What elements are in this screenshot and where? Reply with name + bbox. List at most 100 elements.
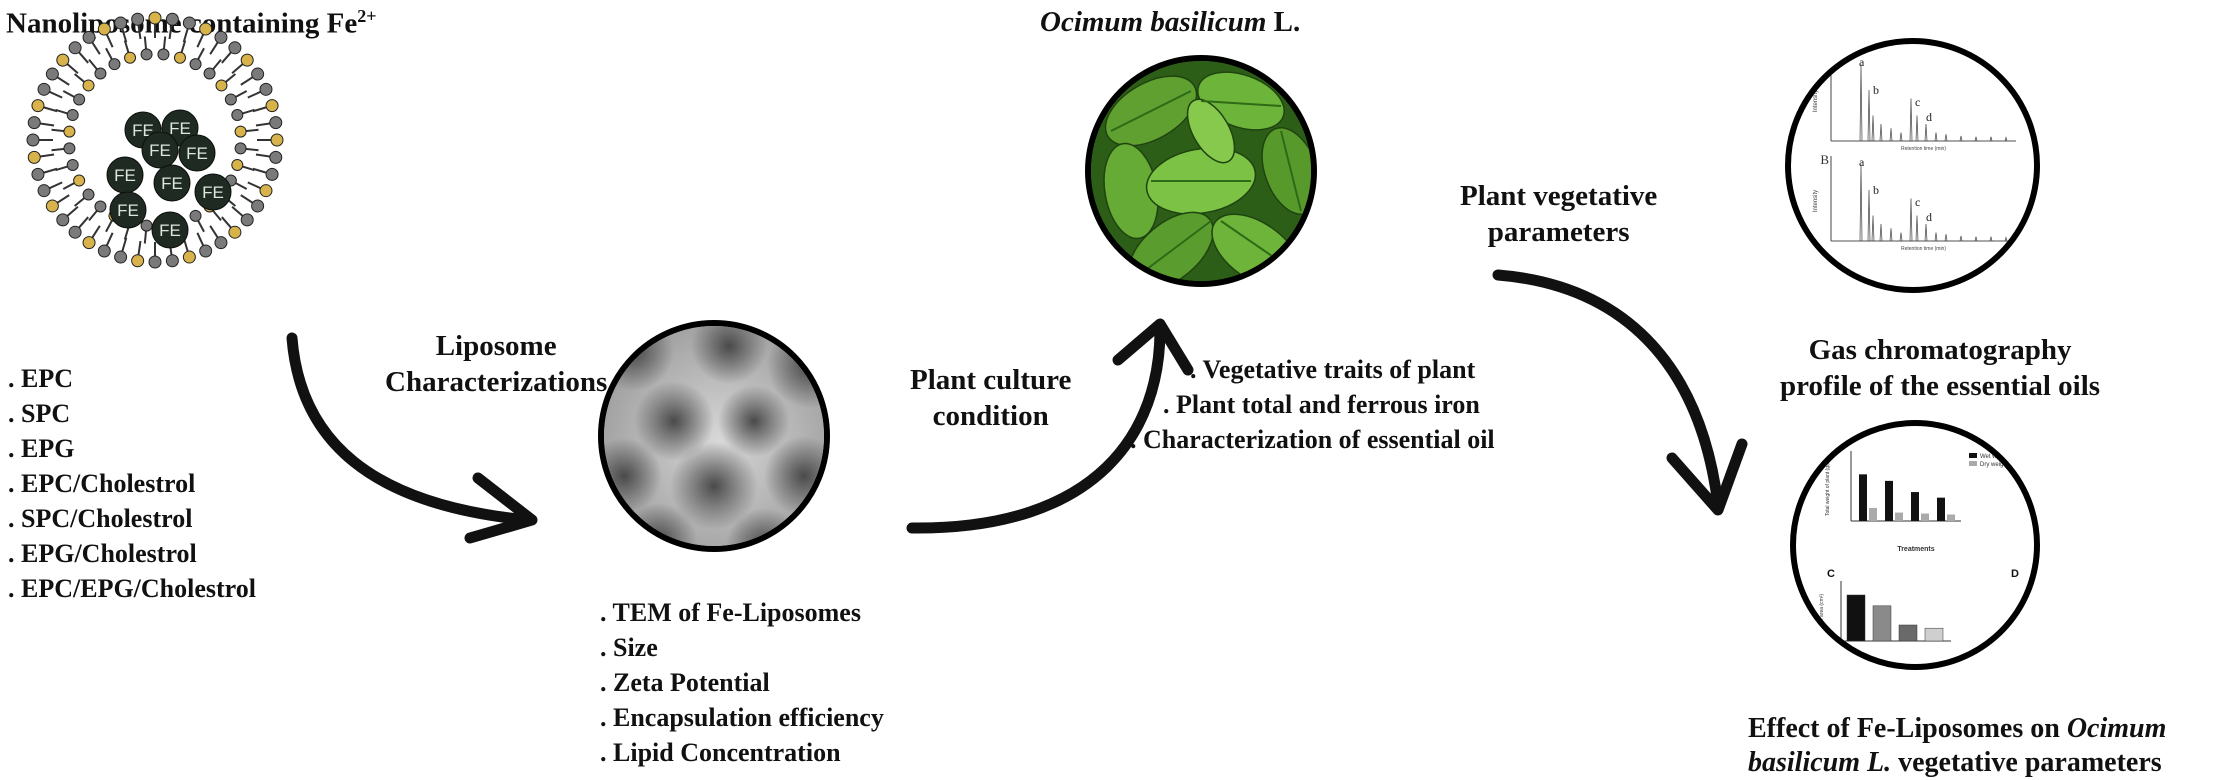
lipid-head (231, 158, 244, 171)
bar-dry (1921, 513, 1929, 521)
gc-y-label: Intensity (1813, 90, 1819, 112)
lipid-head (131, 12, 145, 26)
bar-dry (1895, 512, 1903, 521)
lipid-head (82, 30, 96, 44)
lipid-head (68, 41, 82, 55)
basil-photo-circle (1085, 55, 1317, 287)
lipid-head (56, 53, 70, 67)
lipid-head (240, 213, 254, 227)
lipid-head (265, 99, 279, 113)
arrow-1-head (464, 472, 538, 544)
lipid-head (31, 167, 45, 181)
lipid-head (251, 199, 265, 213)
gc-peak-label: d (1926, 110, 1932, 124)
gc-peak-label: c (1915, 95, 1920, 109)
list-item: . Zeta Potential (600, 668, 770, 697)
lipid-head (269, 150, 283, 164)
gc-peak-label: a (1859, 155, 1865, 169)
lipid-head (165, 12, 179, 26)
bar-wet (1937, 497, 1945, 521)
lipid-head (94, 200, 107, 213)
lipid-head (114, 250, 128, 264)
lipid-head (37, 82, 51, 96)
weight-bar-chart: Total weight of plant (g/pot)Wet weightD… (1825, 451, 2010, 553)
gc-panel-label: A (1820, 52, 1830, 67)
bar-wet (1885, 480, 1893, 521)
lipid-head (231, 109, 244, 122)
list-item: . Encapsulation efficiency (600, 703, 884, 732)
panel-label-d: D (2011, 568, 2019, 580)
legend-dry: Dry weight (1980, 462, 2009, 468)
lipid-head (199, 22, 213, 36)
legend-swatch-wet (1969, 453, 1977, 458)
lipid-head (45, 67, 59, 81)
fe-particle (109, 191, 147, 229)
lipid-head (26, 133, 40, 147)
lipid-head (94, 67, 107, 80)
fe-particle (194, 173, 232, 211)
list-item: . Characterization of essential oil (1130, 425, 1495, 454)
lipid-head (37, 184, 51, 198)
lipid-head (124, 51, 137, 64)
bar-leaf-area (1872, 605, 1892, 642)
lipid-head (182, 16, 196, 30)
lipid-head (82, 188, 95, 201)
lipid-head (148, 255, 162, 269)
gc-caption: Gas chromatography profile of the essent… (1780, 334, 2101, 402)
lipid-head (173, 51, 186, 64)
lipid-head (224, 93, 237, 106)
lipid-head (203, 67, 216, 80)
lipid-head (234, 125, 247, 138)
lipid-head (27, 116, 41, 130)
lipid-head (259, 184, 273, 198)
bar-wet (1911, 492, 1919, 521)
fe-particle-label: FE (149, 141, 171, 160)
lipid-head (140, 219, 153, 232)
fe-particle-label: FE (159, 221, 181, 240)
fe-particle (151, 211, 189, 249)
bar-leaf-area (1924, 627, 1944, 642)
lipid-head (73, 93, 86, 106)
plant-analysis-list: . Vegetative traits of plant . Plant tot… (1130, 352, 1495, 457)
list-item: . Size (600, 633, 658, 662)
gc-x-label: Retention time (min) (1901, 246, 1946, 252)
bar-dry (1947, 514, 1955, 521)
gc-peak-label: a (1859, 55, 1865, 69)
panel-label-c: C (1827, 568, 1835, 580)
bar-leaf-area (1846, 594, 1866, 642)
gc-peak-label: c (1915, 195, 1920, 209)
lipid-head (215, 79, 228, 92)
gc-trace (1831, 64, 2016, 142)
fe-particle-label: FE (186, 144, 208, 163)
list-item: . TEM of Fe-Liposomes (600, 598, 861, 627)
lipid-head (228, 225, 242, 239)
list-item: . EPG/Cholestrol (8, 539, 197, 568)
fe-particle (153, 164, 191, 202)
tem-image (604, 326, 824, 546)
lipid-head (66, 158, 79, 171)
lipid-head (97, 22, 111, 36)
list-item: . Lipid Concentration (600, 738, 841, 767)
gc-peak-label: b (1873, 83, 1879, 97)
lipid-head (140, 48, 153, 61)
lipid-head (97, 244, 111, 258)
lipid-head (251, 67, 265, 81)
lipid-head (131, 254, 145, 268)
lipid-head (270, 133, 284, 147)
arrow-3 (1492, 269, 1724, 511)
plant-title: Ocimum basilicum L. (1040, 6, 1301, 38)
lipid-head (148, 11, 162, 25)
lipid-head (63, 125, 76, 138)
lipid-head (56, 213, 70, 227)
list-item: . Vegetative traits of plant (1190, 355, 1476, 384)
bar-leaf-area (1898, 624, 1918, 642)
lipid-head (199, 244, 213, 258)
legend-swatch-dry (1969, 461, 1977, 466)
liposome-composition-list: . EPC . SPC . EPG . EPC/Cholestrol . SPC… (8, 361, 256, 606)
lipid-head (114, 16, 128, 30)
lipid-head (108, 58, 121, 71)
